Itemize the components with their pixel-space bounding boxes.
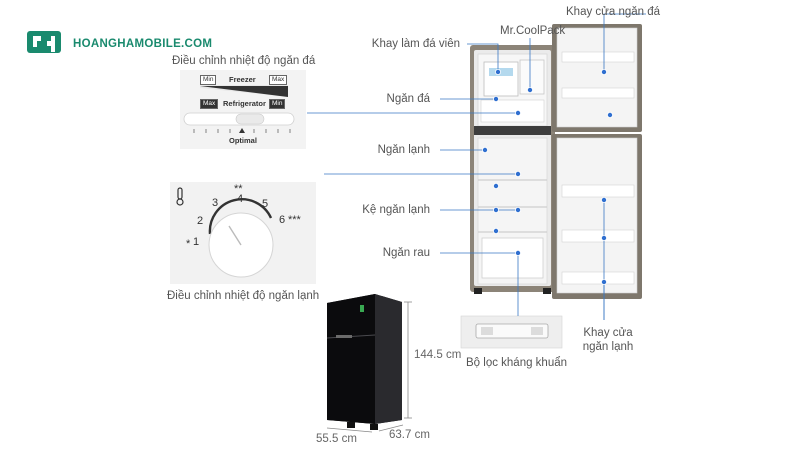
dial-star-6: *** xyxy=(288,214,301,226)
slider-optimal-label: Optimal xyxy=(229,136,257,145)
brand-logo-icon xyxy=(27,31,61,53)
dimension-width: 55.5 cm xyxy=(316,433,357,445)
slider-max-right: Max xyxy=(269,75,288,85)
dot-freezer-door-top xyxy=(601,69,608,76)
dot-coolpack xyxy=(527,87,534,94)
optimal-marker-icon xyxy=(239,128,245,133)
brand-name: HOANGHAMOBILE.COM xyxy=(73,38,213,50)
label-fridge-door-tray-line2: ngăn lạnh xyxy=(582,341,634,353)
dial-num-2: 2 xyxy=(197,215,204,227)
dot-freezer xyxy=(492,96,499,103)
open-fridge xyxy=(470,24,642,299)
dial-star-4: ** xyxy=(234,183,243,195)
dot-fridge xyxy=(481,146,488,153)
callout-dots xyxy=(481,69,614,285)
label-fridge-temp-control: Điều chỉnh nhiệt độ ngăn lạnh xyxy=(167,290,320,302)
vegetable-drawer xyxy=(481,237,544,279)
label-fridge-shelf: Kệ ngăn lạnh xyxy=(362,204,430,216)
thermometer-icon xyxy=(176,187,184,206)
dial-num-6: 6 xyxy=(279,214,286,226)
closed-fridge xyxy=(326,294,402,430)
label-filter: Bộ lọc kháng khuẩn xyxy=(466,357,568,369)
dimension-lines xyxy=(326,301,412,433)
dot-shelf-c xyxy=(515,206,522,213)
dial-num-1: 1 xyxy=(193,236,200,248)
label-fridge: Ngăn lạnh xyxy=(377,144,430,156)
dot-fridge-door-c xyxy=(601,278,608,285)
dimension-height: 144.5 cm xyxy=(414,349,462,361)
dimension-depth: 63.7 cm xyxy=(389,429,430,441)
slider-refrigerator-label: Refrigerator xyxy=(223,99,266,108)
label-coolpack: Mr.CoolPack xyxy=(500,25,566,37)
dot-freezer-door-bottom xyxy=(607,112,614,119)
ice-maker xyxy=(483,61,519,97)
label-freezer-temp-control: Điều chỉnh nhiệt độ ngăn đá xyxy=(172,55,316,67)
dial-star-1: * xyxy=(186,238,191,250)
dot-fridge-door-b xyxy=(601,234,608,241)
filter-detail xyxy=(460,315,563,349)
slider-freezer-label: Freezer xyxy=(229,75,256,84)
dot-ice-tray xyxy=(494,69,501,76)
dot-freezer-slider xyxy=(515,110,522,117)
label-ice-tray: Khay làm đá viên xyxy=(371,38,460,50)
dot-shelf-b xyxy=(492,206,499,213)
slider-min-right: Min xyxy=(269,99,286,109)
dot-shelf-d xyxy=(492,227,499,234)
dial-num-4: 4 xyxy=(237,193,244,205)
dot-vegetable xyxy=(515,249,522,256)
dial-arc xyxy=(208,198,273,235)
dot-shelf-a xyxy=(492,182,499,189)
dot-fridge-door-a xyxy=(601,196,608,203)
label-vegetable: Ngăn rau xyxy=(382,247,430,259)
label-fridge-door-tray-line1: Khay cửa xyxy=(583,327,633,339)
callout-lines xyxy=(307,13,646,320)
slider-max-left: Max xyxy=(200,99,219,109)
slider-min-left: Min xyxy=(200,75,217,85)
dial-pointer xyxy=(228,225,242,246)
dial-num-3: 3 xyxy=(212,197,219,209)
dial-num-5: 5 xyxy=(262,198,269,210)
dot-fridge-dial xyxy=(515,170,522,177)
slider-ticks xyxy=(193,129,291,133)
label-freezer: Ngăn đá xyxy=(386,93,430,105)
fridge-dial-panel xyxy=(170,182,316,284)
label-freezer-door-tray: Khay cửa ngăn đá xyxy=(566,6,661,18)
